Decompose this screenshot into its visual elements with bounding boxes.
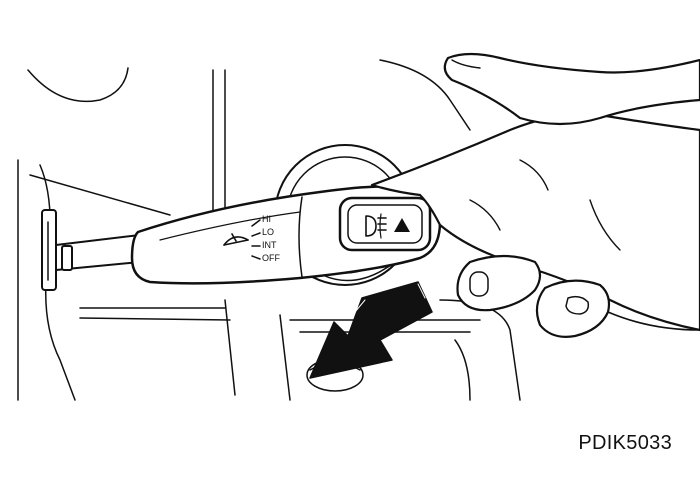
wiper-position-label: HI [262, 214, 271, 224]
figure-id: PDIK5033 [578, 432, 672, 455]
wiper-position-label: INT [262, 240, 277, 250]
wiper-position-label: LO [262, 227, 274, 237]
push-arrow-icon [310, 282, 432, 378]
wiper-position-label: OFF [262, 253, 280, 263]
